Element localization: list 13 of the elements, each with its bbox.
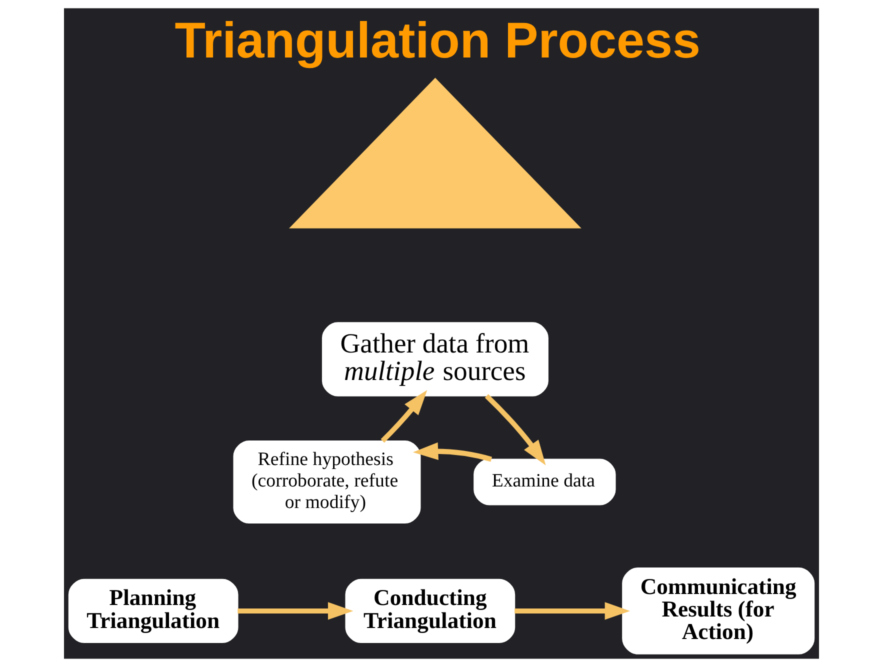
arrow bbox=[412, 442, 492, 462]
node-box: Examine data bbox=[473, 458, 616, 506]
node-box: Gather data from multiple sources bbox=[321, 322, 548, 396]
node-box: Planning Triangulation bbox=[68, 578, 238, 644]
node-box: Refine hypothesis (corroborate, refute or modify) bbox=[232, 440, 420, 524]
node-box: Conducting Triangulation bbox=[344, 578, 515, 644]
arrow bbox=[237, 602, 353, 620]
arrow bbox=[514, 602, 630, 620]
node-box: Communicating Results (for Action) bbox=[622, 568, 814, 654]
diagram-title: Triangulation Process bbox=[174, 11, 700, 68]
node-triangle bbox=[288, 78, 581, 228]
arrow bbox=[484, 394, 546, 466]
arrow bbox=[380, 390, 427, 443]
